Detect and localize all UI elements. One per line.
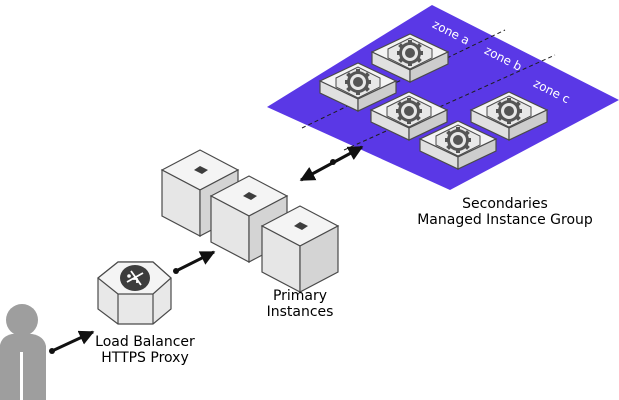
user-icon bbox=[0, 304, 46, 400]
arrow-user-to-lb bbox=[51, 330, 95, 353]
primary-caption: Primary Instances bbox=[245, 288, 355, 320]
primary-title: Primary bbox=[272, 288, 328, 304]
arrow-lb-to-primary bbox=[175, 250, 216, 273]
primary-instances bbox=[161, 149, 339, 293]
load-balancer-title: Load Balancer bbox=[95, 334, 195, 350]
primary-subtitle: Instances bbox=[266, 304, 334, 320]
secondaries-caption: Secondaries Managed Instance Group bbox=[410, 196, 600, 228]
connection-arrows bbox=[49, 145, 364, 354]
secondaries-title: Secondaries bbox=[462, 196, 548, 212]
load-balancer-caption: Load Balancer HTTPS Proxy bbox=[86, 334, 204, 366]
load-balancer-subtitle: HTTPS Proxy bbox=[101, 350, 189, 366]
secondaries-subtitle: Managed Instance Group bbox=[417, 212, 593, 228]
load-balancer-icon bbox=[97, 261, 172, 325]
